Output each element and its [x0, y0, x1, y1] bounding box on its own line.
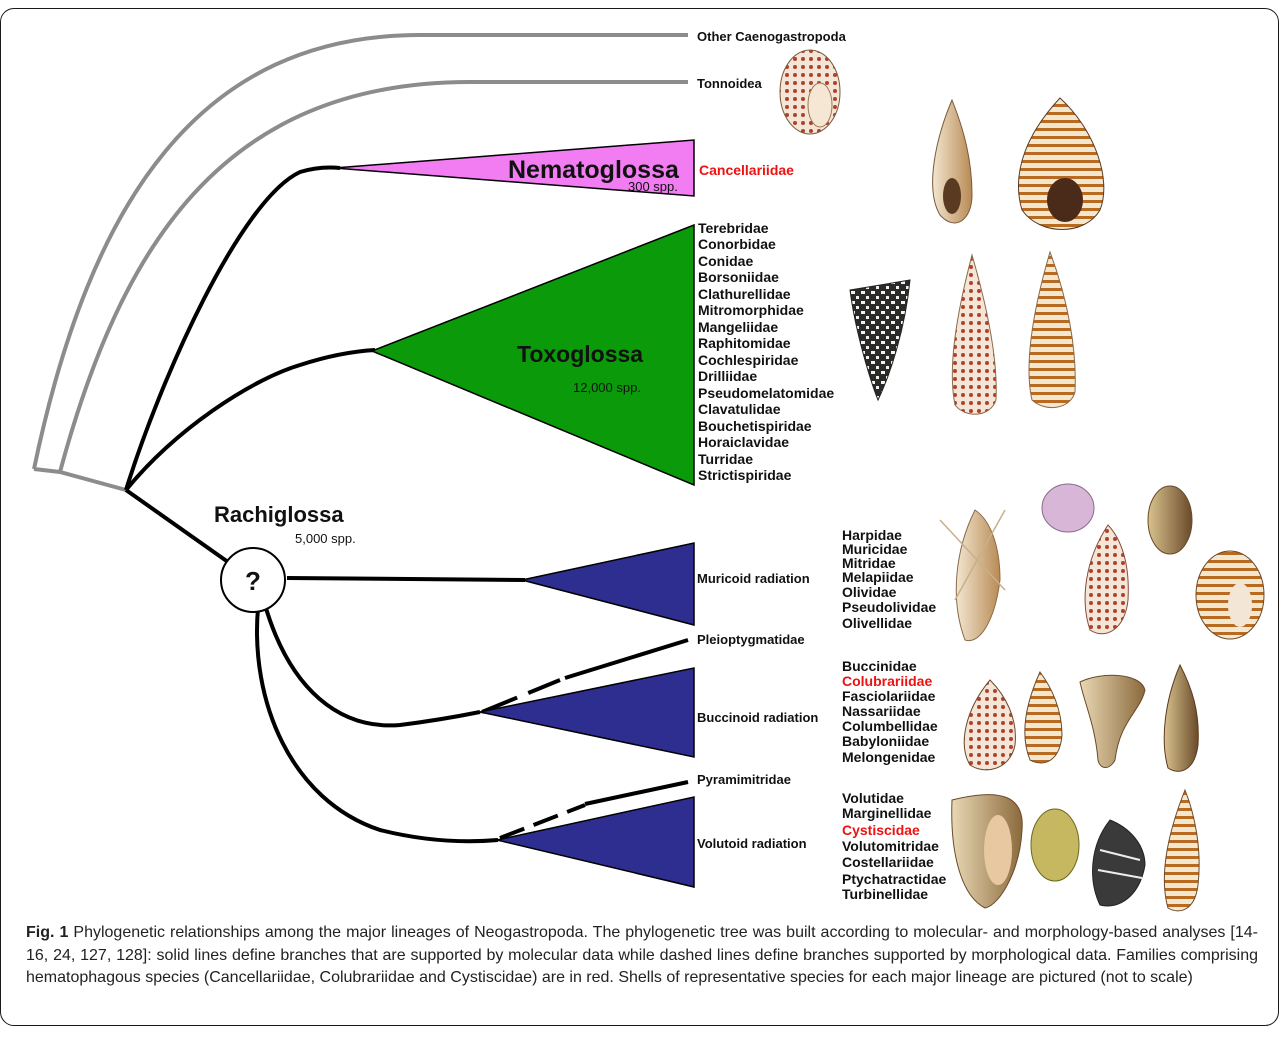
- volutoid-triangle: [497, 797, 694, 887]
- rachiglossa-name: Rachiglossa: [214, 502, 344, 527]
- rachiglossa-species: 5,000 spp.: [295, 531, 356, 546]
- toxoglossa-name: Toxoglossa: [517, 341, 643, 367]
- family-terebridae: Terebridae: [698, 220, 769, 236]
- family-raphitomidae: Raphitomidae: [698, 335, 791, 351]
- toxoglossa-species: 12,000 spp.: [573, 380, 641, 395]
- branch-rachiglossa: [126, 490, 228, 562]
- family-olividae: Olividae: [842, 584, 897, 600]
- family-fasciolariidae: Fasciolariidae: [842, 688, 936, 704]
- label-tonnoidea: Tonnoidea: [697, 76, 763, 91]
- branch-nematoglossa: [126, 168, 340, 491]
- family-strictispiridae: Strictispiridae: [698, 467, 792, 483]
- family-mitromorphidae: Mitromorphidae: [698, 302, 804, 318]
- branch-root: [34, 469, 126, 490]
- volutoid-family-list: Volutidae Marginellidae Cystiscidae Volu…: [842, 790, 946, 902]
- branch-muricoid: [287, 578, 525, 580]
- branch-toxoglossa: [126, 350, 375, 490]
- shell-volutidae: [952, 795, 1022, 908]
- shell-melongenidae: [1080, 675, 1145, 767]
- family-volutidae: Volutidae: [842, 790, 904, 806]
- buccinoid-family-list: Buccinidae Colubrariidae Fasciolariidae …: [842, 658, 938, 765]
- shell-terebridae-2: [1029, 252, 1075, 408]
- shell-conidae: [850, 280, 910, 400]
- shell-colubrariidae: [1025, 672, 1062, 763]
- shell-muricidae: [1042, 484, 1094, 532]
- family-olivellidae: Olivellidae: [842, 615, 912, 631]
- caption-label: Fig. 1: [26, 924, 68, 941]
- shell-harpidae: [940, 510, 1005, 641]
- label-pleioptygmatidae: Pleioptygmatidae: [697, 632, 805, 647]
- family-borsoniidae: Borsoniidae: [698, 269, 779, 285]
- shell-terebridae-1: [952, 255, 996, 414]
- family-drilliidae: Drilliidae: [698, 368, 757, 384]
- family-melongenidae: Melongenidae: [842, 749, 936, 765]
- family-pseudolividae: Pseudolividae: [842, 599, 936, 615]
- family-costellariidae: Costellariidae: [842, 854, 934, 870]
- family-pseudomelatomidae: Pseudomelatomidae: [698, 385, 834, 401]
- family-conidae: Conidae: [698, 253, 753, 269]
- phylogenetic-tree: ? Other Caenogastropoda Tonnoidea Nemato…: [0, 0, 1281, 915]
- figure-caption: Fig. 1 Phylogenetic relationships among …: [26, 922, 1258, 990]
- label-other-caenogastropoda: Other Caenogastropoda: [697, 29, 847, 44]
- family-conorbidae: Conorbidae: [698, 236, 776, 252]
- family-marginellidae: Marginellidae: [842, 805, 932, 821]
- family-cancellariidae: Cancellariidae: [699, 162, 794, 178]
- rachiglossa-node-mark: ?: [245, 566, 261, 596]
- buccinoid-name: Buccinoid radiation: [697, 710, 818, 725]
- shell-turbinellidae: [1164, 790, 1199, 911]
- branch-pyramimitridae: [585, 782, 688, 804]
- family-turridae: Turridae: [698, 451, 753, 467]
- muricoid-triangle: [522, 543, 694, 625]
- family-bouchetispiridae: Bouchetispiridae: [698, 418, 812, 434]
- shell-buccinidae: [964, 680, 1015, 770]
- family-melapiidae: Melapiidae: [842, 569, 914, 585]
- shell-cancellariidae-1: [933, 100, 972, 223]
- buccinoid-triangle: [480, 668, 694, 757]
- family-buccinidae: Buccinidae: [842, 658, 917, 674]
- shell-costellariidae: [1093, 820, 1145, 906]
- family-mangeliidae: Mangeliidae: [698, 319, 778, 335]
- muricoid-family-list: Harpidae Muricidae Mitridae Melapiidae O…: [842, 527, 936, 631]
- shell-olividae: [1148, 486, 1192, 554]
- family-cystiscidae: Cystiscidae: [842, 822, 920, 838]
- shell-marginellidae: [1031, 809, 1079, 881]
- shell-tonnoidea: [780, 50, 840, 134]
- nematoglossa-species: 300 spp.: [628, 179, 678, 194]
- family-clavatulidae: Clavatulidae: [698, 401, 781, 417]
- family-ptychatractidae: Ptychatractidae: [842, 871, 946, 887]
- family-nassariidae: Nassariidae: [842, 703, 921, 719]
- family-babyloniidae: Babyloniidae: [842, 733, 929, 749]
- family-columbellidae: Columbellidae: [842, 718, 938, 734]
- shell-cancellariidae-2: [1018, 98, 1103, 230]
- family-clathurellidae: Clathurellidae: [698, 286, 791, 302]
- shell-mitridae: [1085, 525, 1128, 634]
- shell-fasciolariidae: [1164, 665, 1198, 771]
- volutoid-name: Volutoid radiation: [697, 836, 807, 851]
- shell-olivellidae: [1196, 551, 1264, 639]
- label-pyramimitridae: Pyramimitridae: [697, 772, 791, 787]
- family-colubrariidae: Colubrariidae: [842, 673, 932, 689]
- muricoid-name: Muricoid radiation: [697, 571, 810, 586]
- family-cochlespiridae: Cochlespiridae: [698, 352, 799, 368]
- toxoglossa-family-list: Terebridae Conorbidae Conidae Borsoniida…: [698, 220, 834, 483]
- family-volutomitridae: Volutomitridae: [842, 838, 939, 854]
- branch-buccinoid: [265, 605, 480, 725]
- family-horaiclavidae: Horaiclavidae: [698, 434, 789, 450]
- caption-text: Phylogenetic relationships among the maj…: [26, 924, 1258, 986]
- family-turbinellidae: Turbinellidae: [842, 886, 928, 902]
